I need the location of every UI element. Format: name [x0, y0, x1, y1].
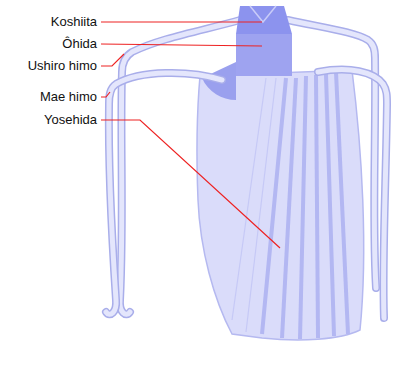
ohida-panel — [236, 34, 292, 76]
pleats — [262, 72, 348, 339]
koshiita-board — [236, 6, 292, 34]
part-label: Ôhida — [62, 36, 97, 52]
part-label: Ushiro himo — [28, 58, 97, 74]
leader-lines — [101, 22, 280, 248]
part-label: Yosehida — [44, 112, 97, 128]
part-label: Mae himo — [40, 89, 97, 105]
pleat-lines — [232, 78, 276, 332]
mae-himo-strap — [106, 70, 387, 318]
yosehida-panel — [197, 70, 364, 340]
koshiita-fold — [250, 6, 276, 22]
part-label: Koshiita — [51, 14, 97, 30]
